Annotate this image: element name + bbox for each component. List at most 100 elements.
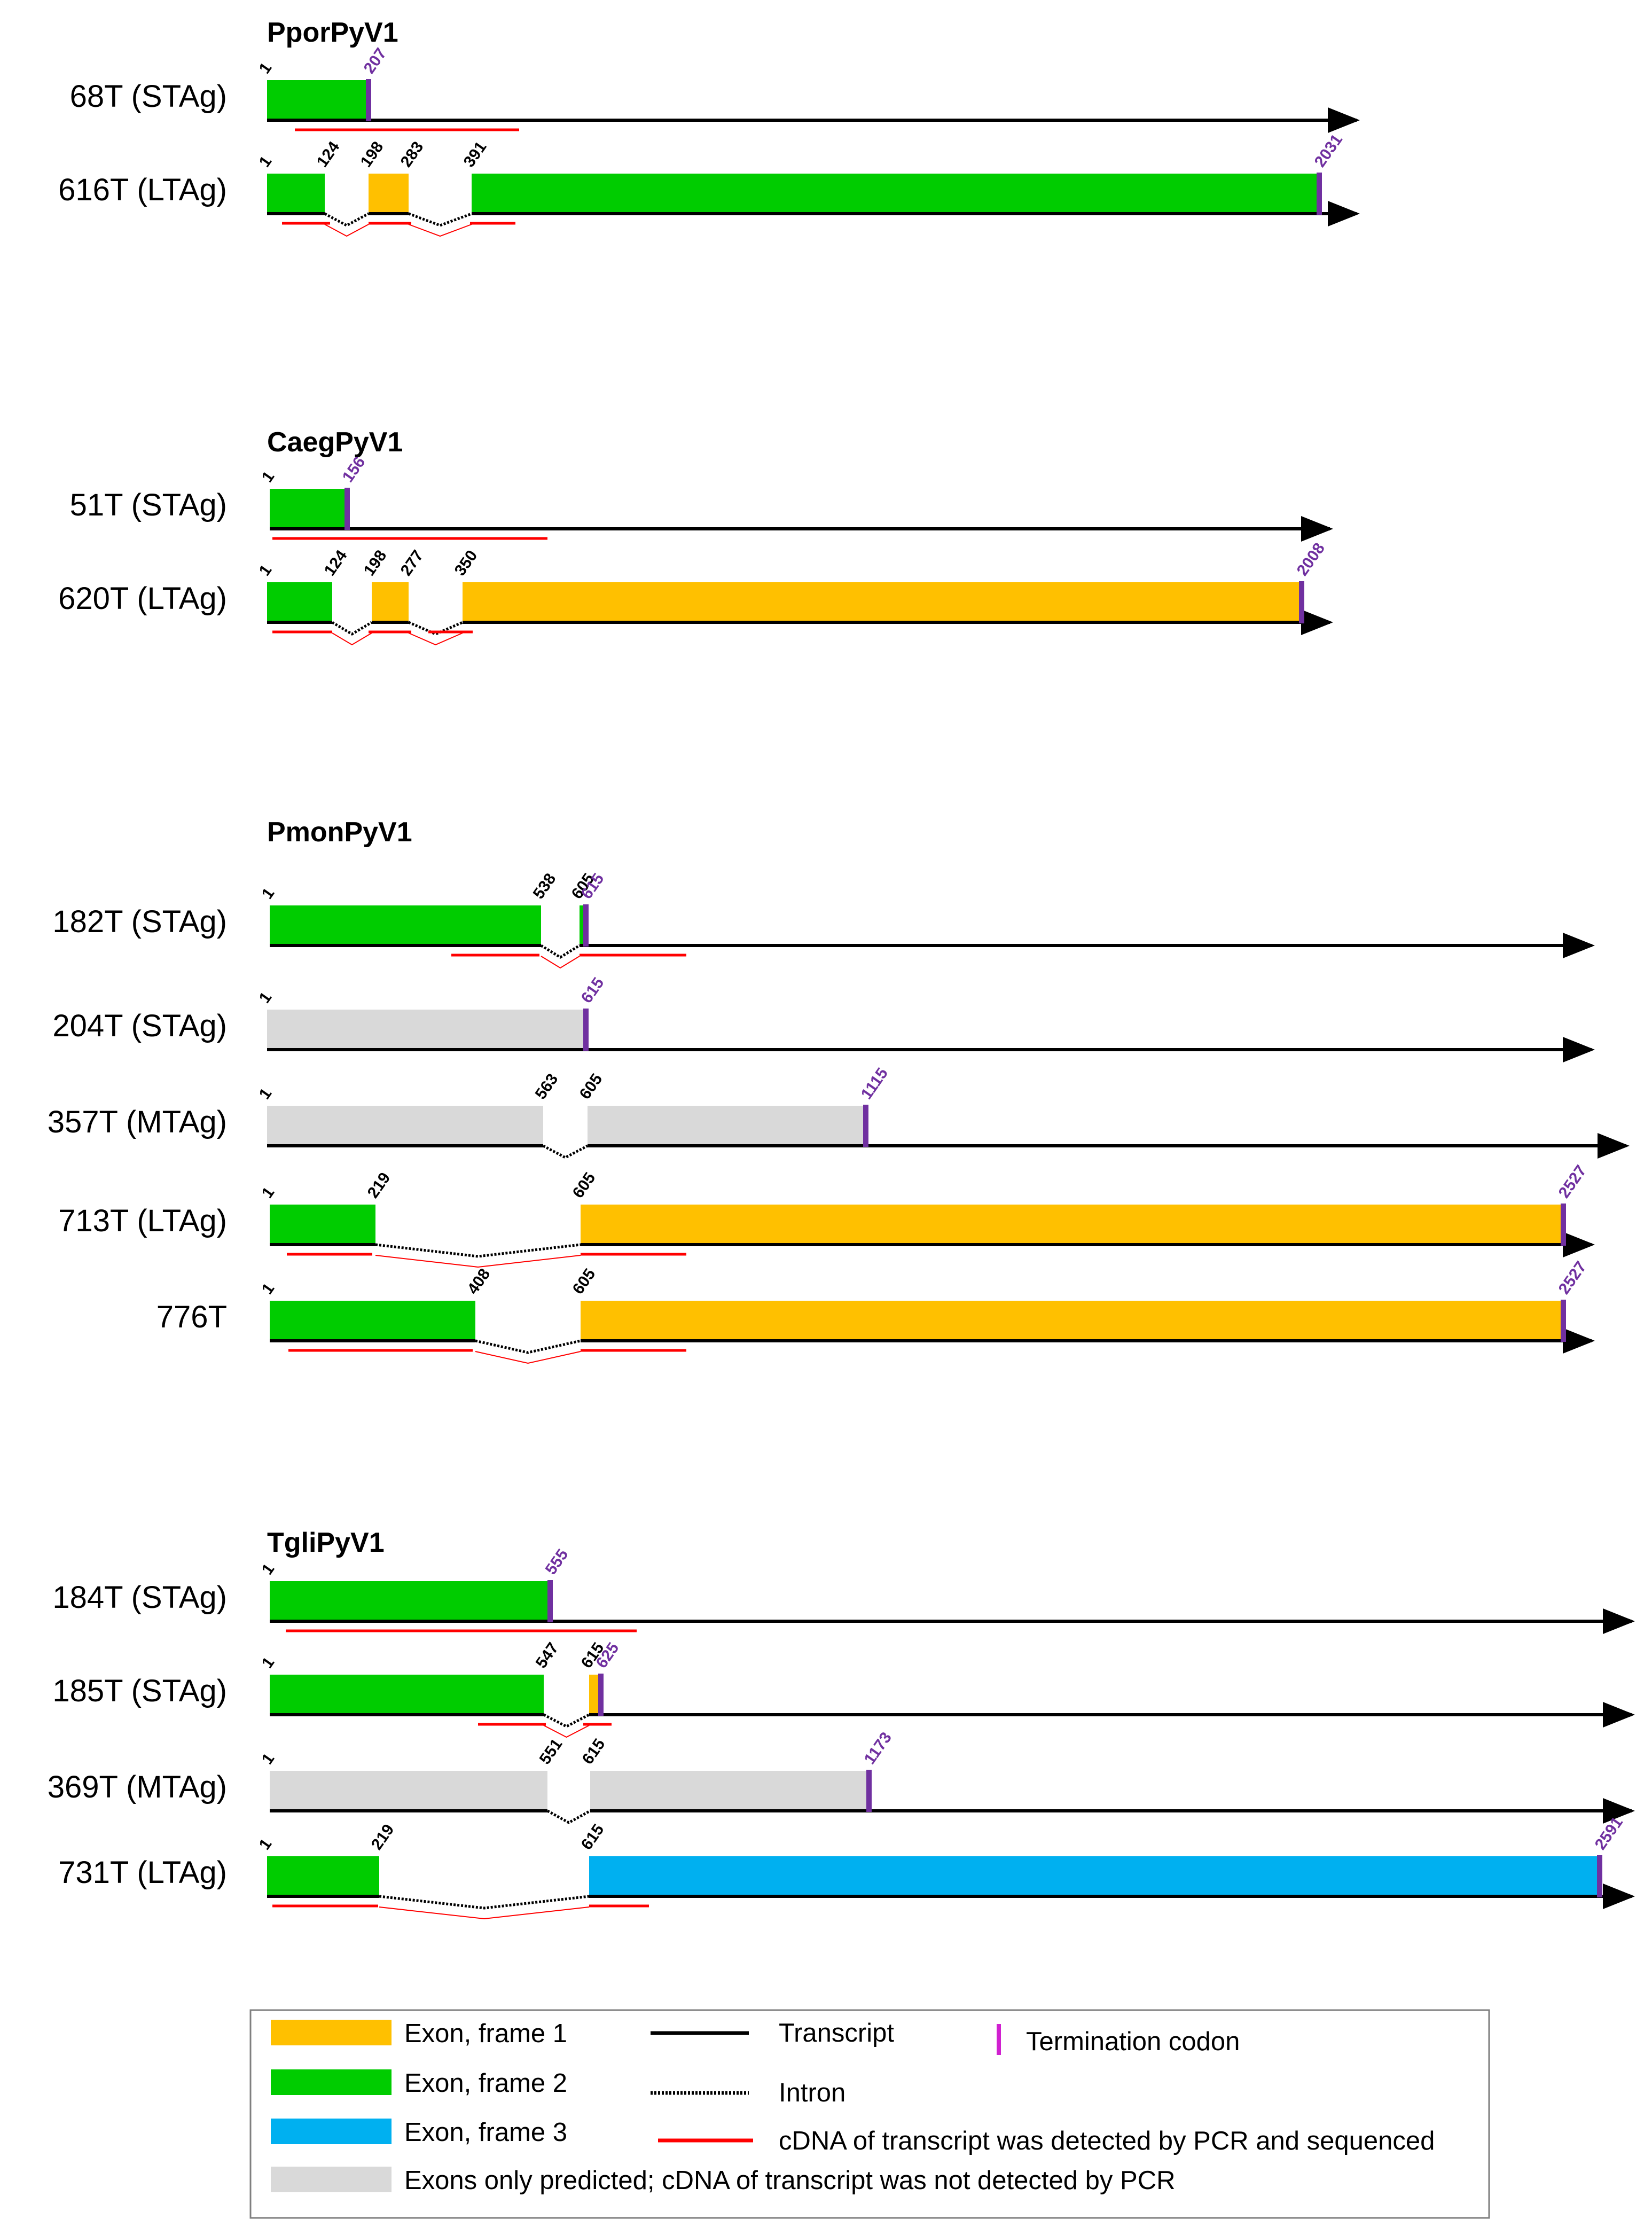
position-label: 124 <box>314 138 343 170</box>
position-label: 1 <box>256 561 276 579</box>
termination-codon <box>598 1674 604 1716</box>
stop-position-label: 2591 <box>1592 1814 1626 1853</box>
intron-line <box>379 1895 590 1910</box>
group-title: PporPyV1 <box>267 17 398 48</box>
position-label: 1 <box>259 1184 278 1201</box>
position-label: 1 <box>259 885 278 902</box>
legend-stop-mark <box>997 2024 1001 2055</box>
exon-frame1 <box>581 1301 1563 1341</box>
exon-frame2 <box>270 905 541 945</box>
transcript-label: 369T (MTAg) <box>48 1770 227 1804</box>
position-label: 1 <box>259 1654 278 1671</box>
intron-line <box>375 1243 581 1258</box>
position-label: 124 <box>321 547 351 579</box>
legend-label-intron: Intron <box>779 2078 845 2107</box>
stop-position-label: 2527 <box>1555 1258 1590 1298</box>
position-label: 1 <box>256 989 276 1006</box>
group-title: TgliPyV1 <box>267 1527 385 1558</box>
termination-codon <box>547 1580 553 1622</box>
intron-line <box>408 621 463 636</box>
exon-frame2 <box>267 582 332 622</box>
exon-predicted <box>590 1771 869 1811</box>
exon-frame2 <box>267 80 369 120</box>
position-label: 1 <box>259 1560 278 1578</box>
position-label: 1 <box>256 59 276 77</box>
exon-frame2 <box>270 1301 475 1341</box>
termination-codon <box>1597 1855 1602 1897</box>
termination-codon <box>583 904 589 947</box>
legend-box <box>249 2009 1490 2219</box>
exon-frame1 <box>463 582 1302 622</box>
exon-frame2 <box>267 1856 379 1896</box>
exon-frame2 <box>270 1675 544 1715</box>
exon-frame1 <box>372 582 409 622</box>
position-label: 408 <box>464 1265 494 1298</box>
pcr-intron-line <box>324 224 369 237</box>
exon-frame1 <box>369 174 409 214</box>
position-label: 538 <box>530 870 560 902</box>
stop-position-label: 2527 <box>1555 1162 1590 1201</box>
transcript-label: 182T (STAg) <box>52 904 227 939</box>
transcript-label: 620T (LTAg) <box>58 581 227 616</box>
intron-line <box>324 212 370 227</box>
stop-position-label: 555 <box>542 1546 572 1578</box>
legend-swatch-frame1 <box>271 2020 392 2045</box>
position-label: 391 <box>460 138 490 170</box>
intron-line <box>540 944 581 959</box>
intron-line <box>543 1713 590 1728</box>
termination-codon <box>366 79 371 121</box>
exon-frame3 <box>589 1856 1600 1896</box>
position-label: 283 <box>397 138 427 170</box>
exon-predicted <box>588 1106 866 1146</box>
position-label: 1 <box>256 153 276 170</box>
exon-frame2 <box>267 174 325 214</box>
exon-predicted <box>267 1106 543 1146</box>
pcr-intron-line <box>375 1255 581 1268</box>
group-title: CaegPyV1 <box>267 427 403 458</box>
stop-position-label: 2008 <box>1294 540 1328 579</box>
legend-label-pcr: cDNA of transcript was detected by PCR a… <box>779 2127 1435 2155</box>
legend-label-frame3: Exon, frame 3 <box>404 2118 567 2147</box>
position-label: 547 <box>533 1639 562 1671</box>
termination-codon <box>1561 1300 1566 1342</box>
intron-line <box>475 1339 581 1354</box>
position-label: 198 <box>361 547 390 579</box>
pcr-intron-line <box>408 224 472 237</box>
stop-position-label: 156 <box>339 454 369 486</box>
termination-codon <box>583 1009 589 1051</box>
exon-frame1 <box>581 1205 1563 1245</box>
position-label: 350 <box>451 547 481 579</box>
legend-label-frame2: Exon, frame 2 <box>404 2069 567 2098</box>
position-label: 1 <box>256 1085 276 1103</box>
position-label: 1 <box>259 1750 278 1768</box>
legend-swatch-frame3 <box>271 2119 392 2144</box>
termination-codon <box>866 1770 872 1812</box>
position-label: 551 <box>536 1736 566 1768</box>
termination-codon <box>345 488 350 530</box>
legend-label-transcript: Transcript <box>779 2019 894 2048</box>
transcript-label: 731T (LTAg) <box>58 1855 227 1890</box>
transcript-label: 51T (STAg) <box>70 488 227 522</box>
intron-line <box>331 621 373 636</box>
exon-frame2 <box>472 174 1319 214</box>
position-label: 1 <box>259 1280 278 1298</box>
position-label: 615 <box>579 1736 609 1768</box>
pcr-intron-line <box>379 1906 590 1920</box>
pcr-intron-line <box>332 632 372 646</box>
exon-frame1 <box>589 1675 601 1715</box>
transcript-label: 204T (STAg) <box>52 1009 227 1043</box>
position-label: 198 <box>357 138 387 170</box>
legend-label-predicted: Exons only predicted; cDNA of transcript… <box>404 2166 1175 2195</box>
termination-codon <box>863 1105 868 1147</box>
